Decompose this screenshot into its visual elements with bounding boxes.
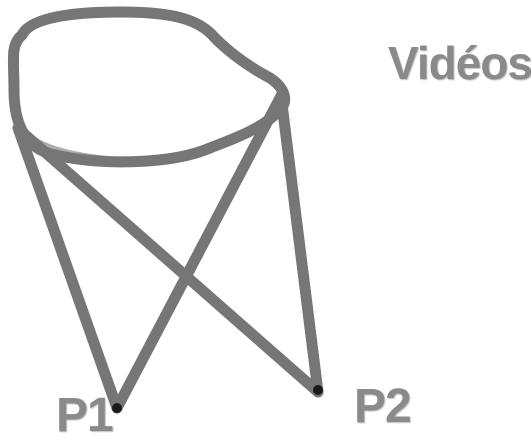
p1-point: [112, 403, 122, 413]
line-right-to-p1: [117, 96, 281, 408]
p1-label: P1: [56, 392, 113, 440]
p2-point: [313, 385, 323, 395]
stroke-group: [13, 12, 318, 408]
line-right-to-p2: [281, 96, 318, 392]
videos-label: Vidéos: [388, 40, 531, 86]
p2-label: P2: [354, 383, 411, 431]
cone-rim-ellipse: [13, 12, 284, 162]
